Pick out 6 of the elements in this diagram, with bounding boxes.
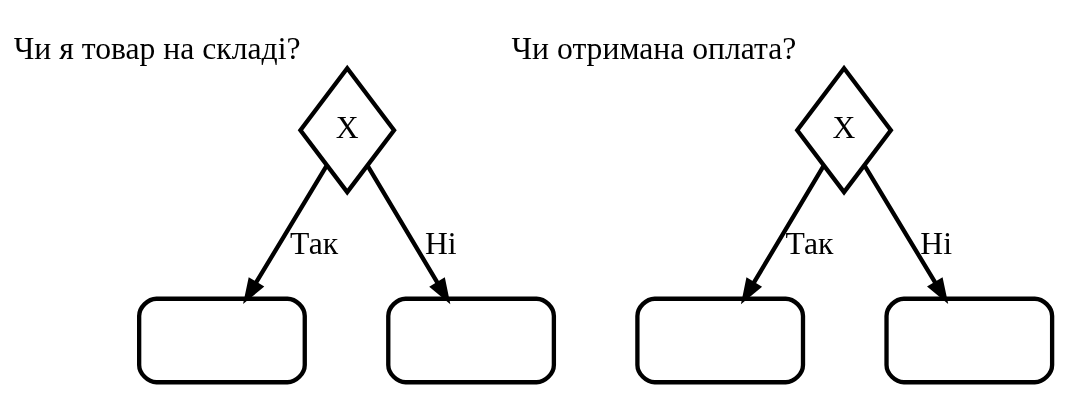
edge-label: Так — [785, 225, 834, 261]
node-label: Чи я товар на складі? — [13, 31, 301, 67]
node-label: Чи отримана оплата? — [511, 31, 797, 67]
edge-label: Ні — [425, 225, 457, 261]
edge-label: Ні — [920, 225, 953, 261]
edge-label: Так — [290, 225, 339, 261]
